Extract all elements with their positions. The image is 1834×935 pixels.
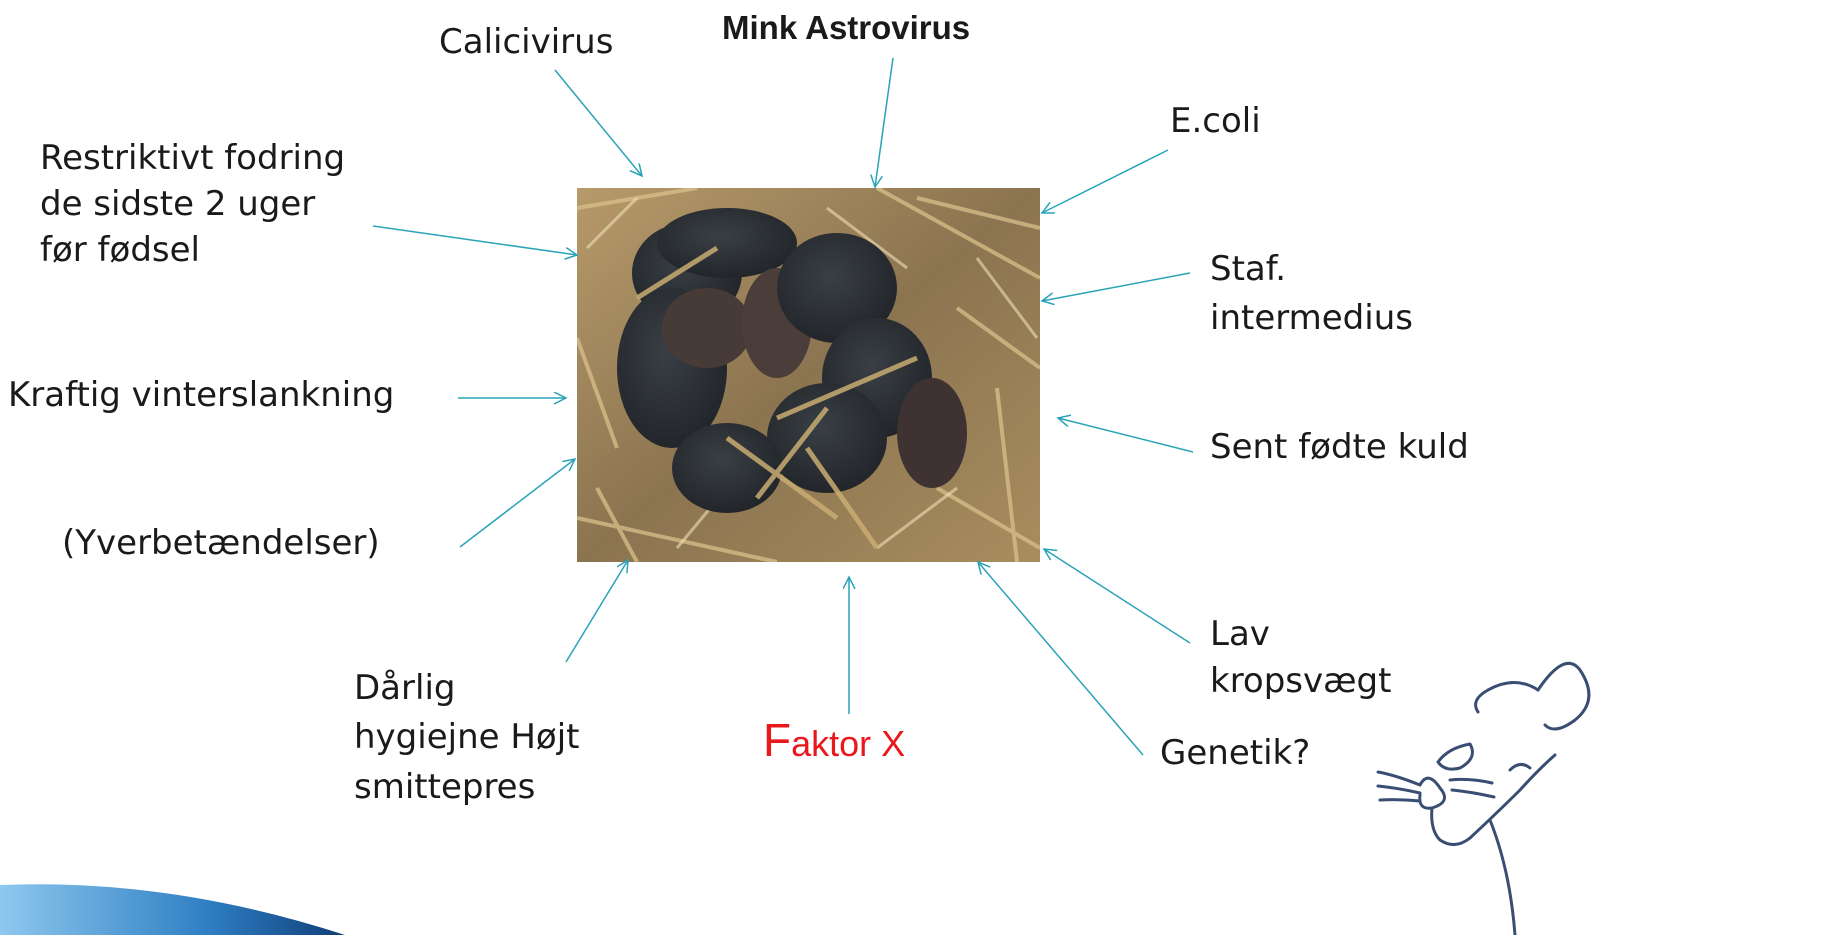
mink-mascot-icon xyxy=(0,0,1834,935)
